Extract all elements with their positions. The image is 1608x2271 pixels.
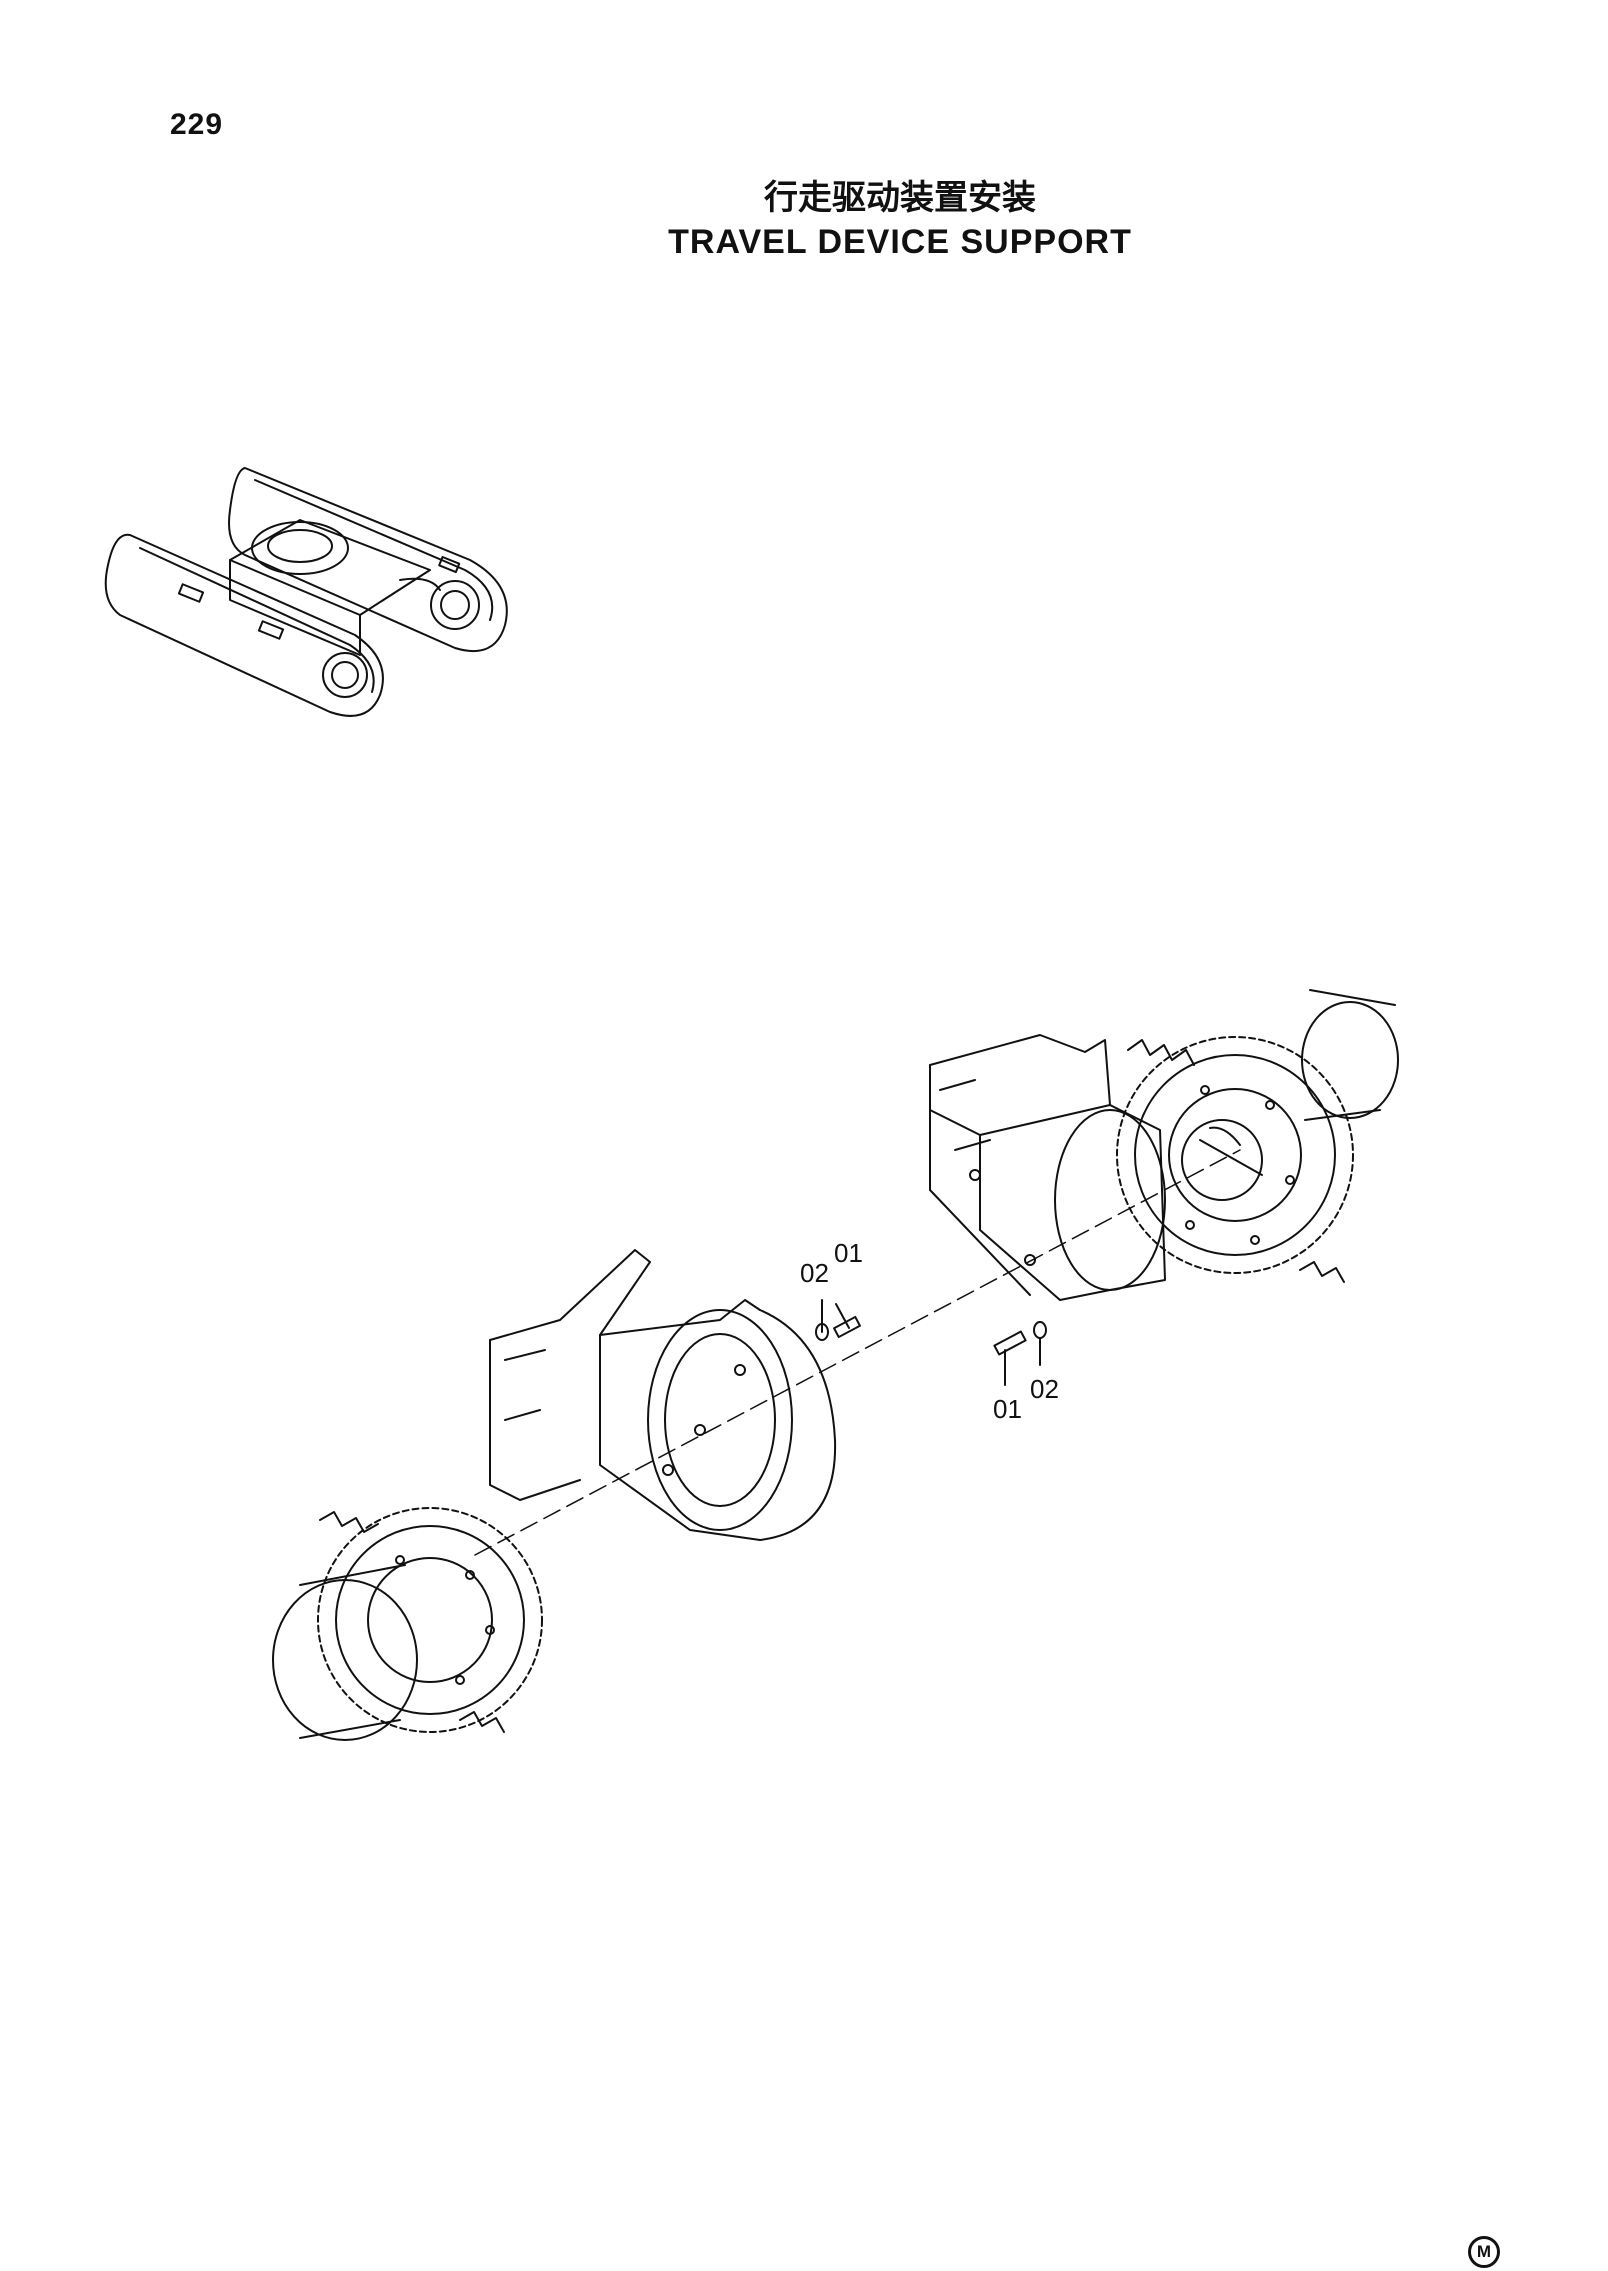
- right-travel-motor-sprocket: [1116, 989, 1399, 1283]
- corner-mark-symbol: M: [1468, 2236, 1500, 2268]
- undercarriage-overview-illustration: [104, 467, 508, 717]
- assembly-axis-line: [474, 1149, 1241, 1556]
- callout-upper-washer: 02: [800, 1258, 829, 1288]
- page-number: 229: [170, 108, 224, 141]
- title-chinese: 行走驱动装置安装: [764, 178, 1036, 218]
- title-block: 行走驱动装置安装 TRAVEL DEVICE SUPPORT: [600, 176, 1200, 264]
- left-frame-bracket: [489, 1249, 837, 1541]
- upper-bolt-washer: [815, 1299, 861, 1341]
- callout-lower-bolt: 01: [993, 1394, 1022, 1424]
- left-travel-motor-sprocket: [272, 1507, 543, 1741]
- callout-upper-bolt: 01: [834, 1238, 863, 1268]
- lower-bolt-washer: [993, 1321, 1047, 1386]
- right-frame-bracket: [929, 1034, 1166, 1301]
- title-english: TRAVEL DEVICE SUPPORT: [668, 223, 1132, 261]
- callout-lower-washer: 02: [1030, 1374, 1059, 1404]
